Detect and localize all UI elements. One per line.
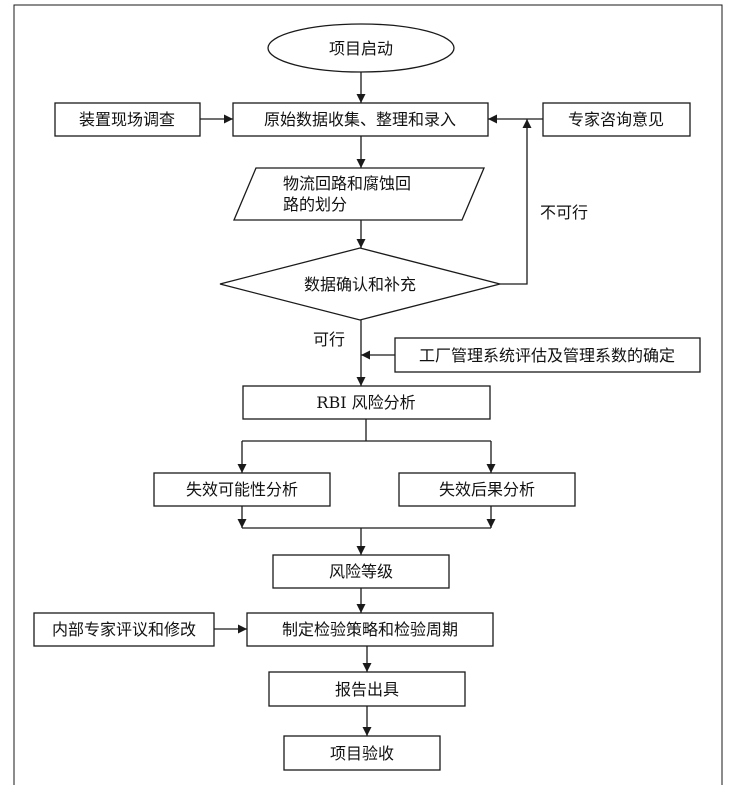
node-strategy-label: 制定检验策略和检验周期 (282, 620, 458, 639)
edge-label-not-feasible: 不可行 (540, 203, 588, 222)
edge-label-feasible: 可行 (313, 330, 345, 349)
node-loops: 物流回路和腐蚀回 路的划分 (233, 167, 485, 221)
node-expert: 专家咨询意见 (542, 102, 691, 137)
node-collect: 原始数据收集、整理和录入 (232, 102, 489, 137)
node-consequence: 失效后果分析 (398, 472, 576, 507)
figure-frame (13, 4, 723, 785)
node-expert-label: 专家咨询意见 (568, 110, 664, 129)
node-strategy: 制定检验策略和检验周期 (246, 612, 494, 647)
node-mgmt-label: 工厂管理系统评估及管理系数的确定 (419, 346, 675, 365)
edge-confirm-not-feasible-loop (500, 119, 532, 285)
node-report: 报告出具 (268, 671, 466, 707)
node-survey: 装置现场调查 (54, 102, 201, 137)
node-rbi-label: RBI 风险分析 (316, 393, 415, 412)
node-mgmt: 工厂管理系统评估及管理系数的确定 (394, 337, 701, 373)
node-internal-review: 内部专家评议和修改 (33, 612, 215, 647)
node-start: 项目启动 (267, 23, 455, 73)
node-acceptance: 项目验收 (283, 735, 441, 771)
node-loops-label-line1: 物流回路和腐蚀回 (283, 174, 411, 193)
node-likelihood: 失效可能性分析 (153, 472, 331, 507)
node-likelihood-label: 失效可能性分析 (186, 480, 298, 499)
node-acceptance-label: 项目验收 (330, 744, 394, 763)
node-start-label: 项目启动 (329, 39, 393, 58)
node-risk-level-label: 风险等级 (329, 562, 393, 581)
node-confirm-label: 数据确认和补充 (304, 275, 416, 294)
node-risk-level: 风险等级 (272, 554, 450, 589)
node-loops-label-line2: 路的划分 (283, 195, 347, 214)
node-consequence-label: 失效后果分析 (439, 480, 535, 499)
node-confirm: 数据确认和补充 (219, 247, 501, 321)
node-report-label: 报告出具 (335, 680, 399, 699)
node-rbi: RBI 风险分析 (242, 385, 491, 420)
node-collect-label: 原始数据收集、整理和录入 (264, 110, 456, 129)
node-internal-review-label: 内部专家评议和修改 (52, 620, 196, 639)
node-survey-label: 装置现场调查 (79, 110, 175, 129)
